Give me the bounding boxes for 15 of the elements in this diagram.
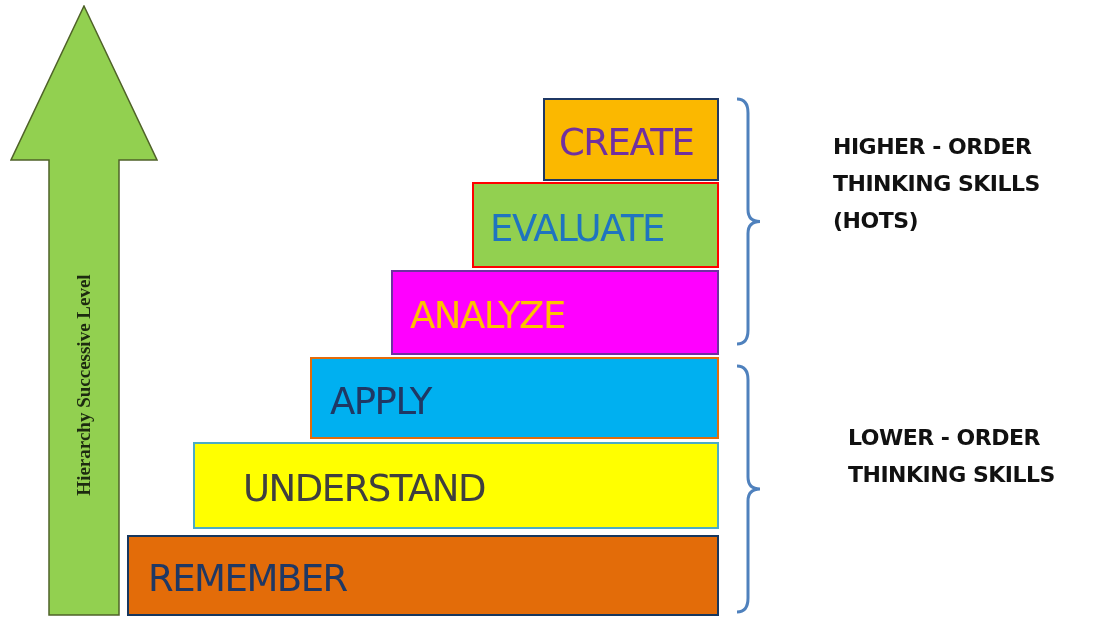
arrow-label: Hierarchy Successive Level xyxy=(73,274,95,496)
step-bar xyxy=(543,98,719,181)
step-label: APPLY xyxy=(330,378,431,423)
step-bar xyxy=(472,182,719,268)
step-bar xyxy=(310,357,719,439)
step-label: ANALYZE xyxy=(410,293,565,337)
step-bar xyxy=(391,270,719,355)
step-bar xyxy=(193,442,719,529)
skill-group-label: HIGHER - ORDER THINKING SKILLS (HOTS) xyxy=(833,133,1041,235)
step-label: UNDERSTAND xyxy=(243,466,486,510)
step-label: EVALUATE xyxy=(490,205,664,250)
step-bar xyxy=(127,535,719,616)
step-label: REMEMBER xyxy=(148,556,347,600)
skill-group-label: LOWER - ORDER THINKING SKILLS xyxy=(848,424,1056,489)
step-label: CREATE xyxy=(559,120,694,164)
